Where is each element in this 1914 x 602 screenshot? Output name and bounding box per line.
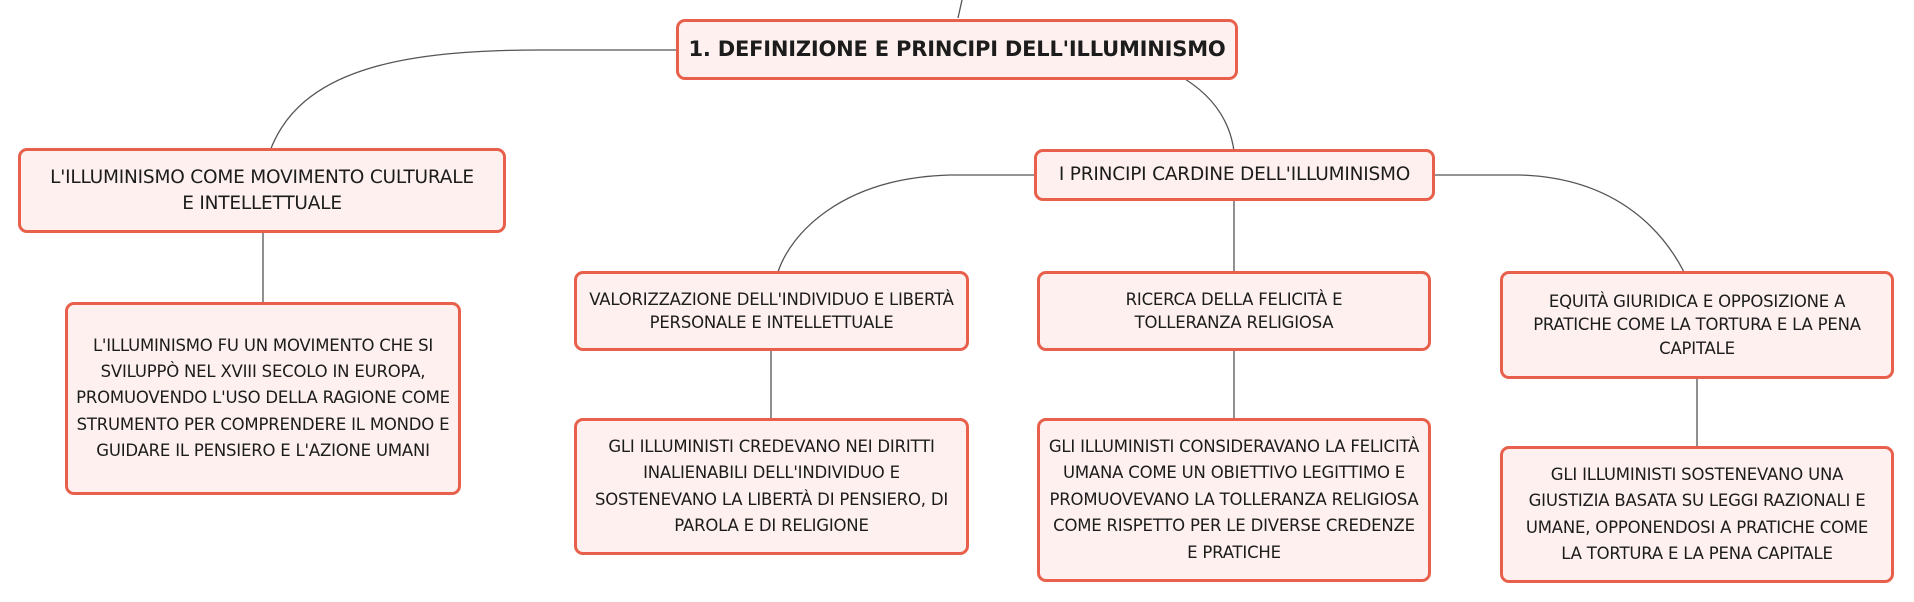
connector-principles-to-individual — [777, 174, 1034, 273]
subtopic-individual-label: VALORIZZAZIONE DELL'INDIVIDUO E LIBERTÀ … — [589, 289, 954, 332]
detail-equity[interactable]: GLI ILLUMINISTI SOSTENEVANO UNA GIUSTIZI… — [1500, 446, 1894, 583]
root-topic[interactable]: 1. DEFINIZIONE E PRINCIPI DELL'ILLUMINIS… — [676, 19, 1238, 80]
topic-movement-label: L'ILLUMINISMO COME MOVIMENTO CULTURALE E… — [50, 166, 474, 214]
subtopic-equity-label: EQUITÀ GIURIDICA E OPPOSIZIONE A PRATICH… — [1533, 292, 1861, 358]
topic-principles-label: I PRINCIPI CARDINE DELL'ILLUMINISMO — [1058, 164, 1411, 186]
detail-movement[interactable]: L'ILLUMINISMO FU UN MOVIMENTO CHE SI SVI… — [65, 302, 461, 495]
root-topic-label: 1. DEFINIZIONE E PRINCIPI DELL'ILLUMINIS… — [688, 36, 1226, 61]
subtopic-equity[interactable]: EQUITÀ GIURIDICA E OPPOSIZIONE A PRATICH… — [1500, 271, 1894, 379]
detail-equity-text: GLI ILLUMINISTI SOSTENEVANO UNA GIUSTIZI… — [1525, 464, 1869, 563]
subtopic-individual[interactable]: VALORIZZAZIONE DELL'INDIVIDUO E LIBERTÀ … — [574, 271, 969, 351]
connector-principles-to-equity — [1434, 174, 1685, 273]
detail-happiness[interactable]: GLI ILLUMINISTI CONSIDERAVANO LA FELICIT… — [1037, 418, 1431, 582]
detail-movement-text: L'ILLUMINISMO FU UN MOVIMENTO CHE SI SVI… — [76, 335, 450, 461]
connector-root-to-principles — [1184, 78, 1235, 152]
subtopic-happiness[interactable]: RICERCA DELLA FELICITÀ E TOLLERANZA RELI… — [1037, 271, 1431, 351]
connector-parent-to-root — [957, 0, 963, 19]
detail-happiness-text: GLI ILLUMINISTI CONSIDERAVANO LA FELICIT… — [1048, 437, 1420, 562]
subtopic-happiness-label: RICERCA DELLA FELICITÀ E TOLLERANZA RELI… — [1125, 289, 1343, 332]
detail-individual-text: GLI ILLUMINISTI CREDEVANO NEI DIRITTI IN… — [594, 436, 948, 535]
topic-principles[interactable]: I PRINCIPI CARDINE DELL'ILLUMINISMO — [1034, 149, 1435, 201]
connector-root-to-movement — [269, 49, 676, 152]
detail-individual[interactable]: GLI ILLUMINISTI CREDEVANO NEI DIRITTI IN… — [574, 418, 969, 555]
topic-movement[interactable]: L'ILLUMINISMO COME MOVIMENTO CULTURALE E… — [18, 148, 506, 233]
